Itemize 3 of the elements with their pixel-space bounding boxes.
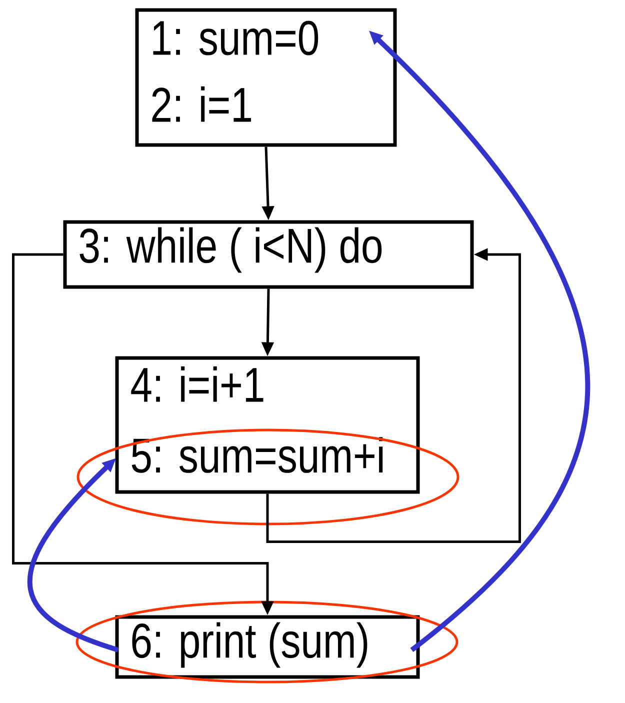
process-box: 1: sum=0 2: i=1 [135,8,397,147]
process-box: 3: while ( i<N) do [63,220,474,289]
process-box: 6: print (sum) [115,615,420,679]
